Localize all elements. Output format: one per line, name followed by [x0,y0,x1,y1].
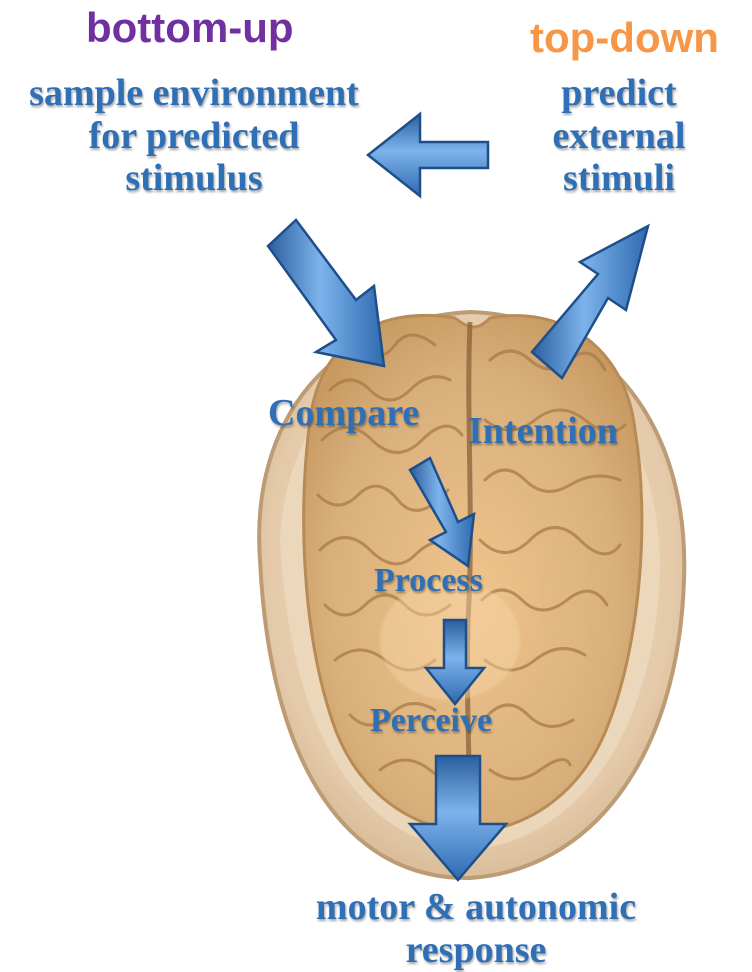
node-response-line-2: response [286,929,666,972]
arrow-down-right-icon [268,220,384,366]
node-predict-external-stimuli: predict external stimuli [524,72,714,200]
heading-bottom-up: bottom-up [86,4,294,51]
heading-top-down: top-down [530,14,719,61]
node-sample-line-2: for predicted [14,115,374,158]
node-response-line-1: motor & autonomic [286,886,666,929]
node-process: Process [374,562,483,600]
node-sample-line-1: sample environment [14,72,374,115]
node-sample-environment: sample environment for predicted stimulu… [14,72,374,200]
arrow-left-icon [368,114,488,196]
node-sample-line-3: stimulus [14,157,374,200]
node-compare: Compare [268,392,419,435]
node-predict-line-3: stimuli [524,157,714,200]
node-intention: Intention [468,410,618,453]
node-predict-line-2: external [524,115,714,158]
node-predict-line-1: predict [524,72,714,115]
node-perceive: Perceive [370,702,492,740]
node-motor-autonomic-response: motor & autonomic response [286,886,666,971]
